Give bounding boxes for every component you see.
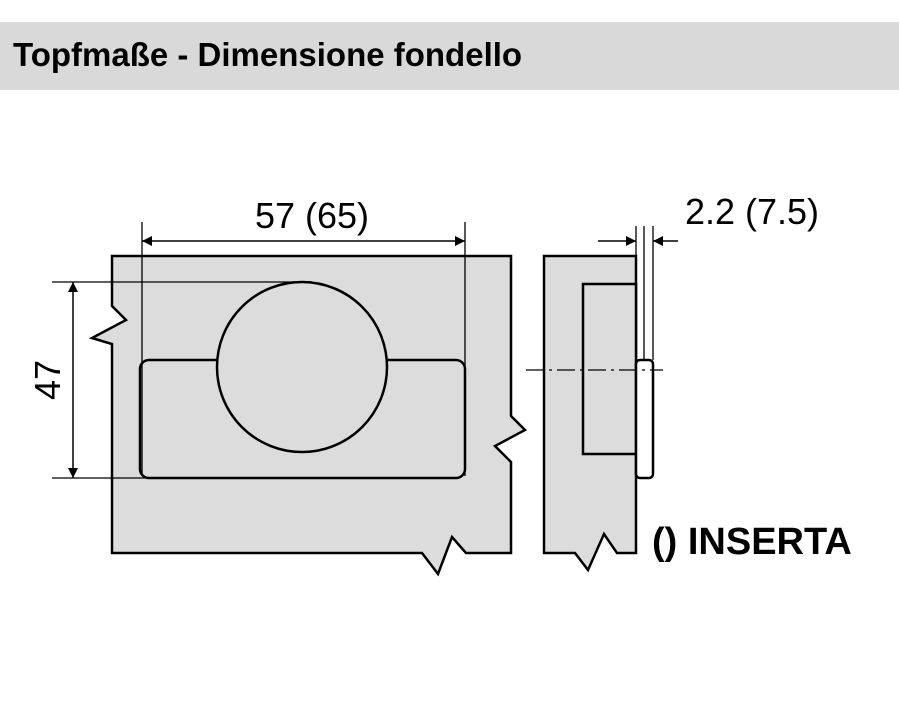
title-bar: Topfmaße - Dimensione fondello	[0, 22, 899, 90]
side-cup-section	[581, 282, 638, 456]
inserta-note: () INSERTA	[652, 521, 852, 563]
page-title: Topfmaße - Dimensione fondello	[13, 36, 523, 73]
height-dimension-label: 47	[27, 360, 68, 400]
width-dimension-label: 57 (65)	[255, 195, 369, 236]
depth-dimension-label: 2.2 (7.5)	[685, 191, 819, 232]
inserta-protrusion	[634, 358, 655, 480]
hinge-cup-circle	[215, 280, 389, 454]
